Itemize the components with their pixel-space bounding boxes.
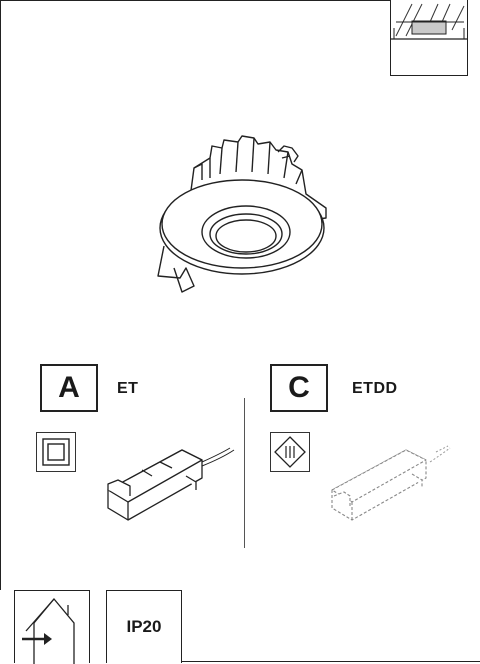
double-insulation-icon (42, 438, 70, 466)
driver-a-letter-box: A (40, 364, 98, 412)
driver-a-letter: A (58, 371, 80, 404)
driver-c-letter: C (288, 371, 310, 404)
class-iii-icon (274, 436, 306, 468)
section-divider (244, 398, 245, 548)
downlight-illustration (157, 135, 327, 293)
driver-et-illustration (107, 447, 235, 521)
driver-a-type: ET (117, 380, 139, 397)
frame-bottom (182, 661, 480, 663)
class-ii-box (36, 432, 76, 472)
driver-c-type: ETDD (352, 380, 398, 397)
ip-rating: IP20 (126, 617, 162, 636)
frame-left (0, 0, 2, 590)
indoor-use-icon (22, 597, 75, 664)
class-iii-box (270, 432, 310, 472)
ceiling-installation-icon (390, 3, 468, 40)
ip-rating-box: IP20 (106, 590, 182, 663)
ceiling-installation-box (390, 0, 468, 76)
driver-c-letter-box: C (270, 364, 328, 412)
frame-top-left (0, 0, 390, 2)
indoor-use-box (14, 590, 90, 664)
driver-etdd-illustration (331, 445, 451, 521)
